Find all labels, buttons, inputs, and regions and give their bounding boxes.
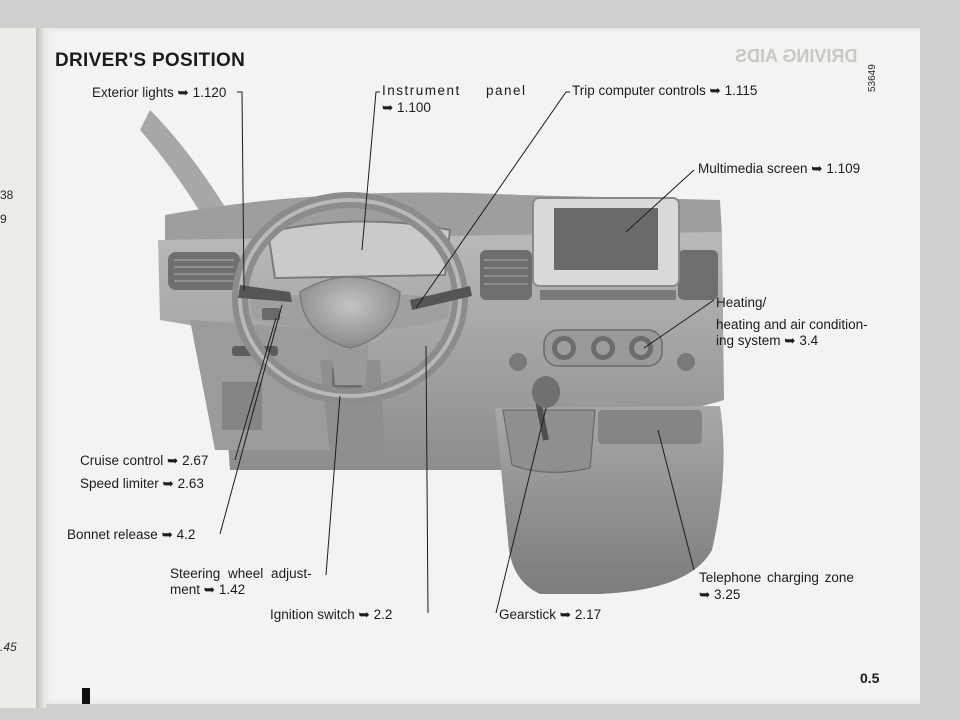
left-page-number: 38 — [0, 188, 14, 202]
a-pillar — [140, 110, 230, 220]
instrument-cluster — [266, 220, 452, 280]
page-number: 0.5 — [860, 670, 880, 686]
callout-bonnet-release: Bonnet release ➥ 4.2 — [67, 527, 196, 542]
callout-ignition-switch: Ignition switch ➥ 2.2 — [270, 607, 393, 622]
hazard-button — [509, 353, 527, 371]
lower-storage — [222, 382, 262, 430]
steering-hub — [299, 276, 401, 349]
centre-vent-right — [678, 250, 718, 300]
callout-instrument-panel-label: Instrument panel — [382, 83, 527, 98]
callout-heating-3: ing system ➥ 3.4 — [716, 333, 819, 348]
aux-button — [677, 353, 695, 371]
callout-telephone-charging-1: Telephone charging zone — [699, 570, 854, 585]
illustration-code: 53649 — [867, 64, 878, 92]
screen-base-strip — [540, 290, 676, 300]
thumb-index-mark — [82, 688, 90, 704]
left-vent-slats — [174, 259, 234, 282]
callout-telephone-charging-2: ➥ 3.25 — [699, 587, 741, 602]
page-title: DRIVER'S POSITION — [55, 50, 246, 71]
left-page-number: .45 — [0, 640, 17, 654]
left-vent — [168, 252, 240, 290]
callout-exterior-lights: Exterior lights ➥ 1.120 — [92, 85, 227, 100]
left-stalk — [238, 285, 292, 302]
gearstick-boot — [502, 409, 596, 473]
cruise-control-buttons — [262, 308, 280, 320]
callout-multimedia-screen: Multimedia screen ➥ 1.109 — [698, 161, 861, 176]
callout-trip-computer: Trip computer controls ➥ 1.115 — [572, 83, 758, 98]
callout-instrument-panel-ref: ➥ 1.100 — [382, 100, 431, 115]
callout-heating-1: Heating/ — [716, 295, 767, 310]
centre-vent-left-slats — [484, 259, 528, 285]
page-gutter — [36, 28, 46, 708]
callout-heating-2: heating and air condition- — [716, 317, 868, 332]
callout-steering-adjust-2: ment ➥ 1.42 — [170, 582, 246, 597]
callout-cruise-control: Cruise control ➥ 2.67 — [80, 453, 209, 468]
callout-gearstick: Gearstick ➥ 2.17 — [499, 607, 602, 622]
callout-steering-adjust-1: Steering wheel adjust- — [170, 566, 312, 581]
callout-speed-limiter: Speed limiter ➥ 2.63 — [80, 476, 204, 491]
gear-knob — [532, 376, 560, 408]
leader-lines — [219, 91, 715, 614]
centre-vent-left — [480, 250, 532, 300]
right-stalk — [410, 286, 472, 310]
gear-lever-shaft — [535, 399, 549, 441]
left-page-number: 9 — [0, 212, 7, 226]
telephone-charging-zone — [598, 410, 702, 444]
